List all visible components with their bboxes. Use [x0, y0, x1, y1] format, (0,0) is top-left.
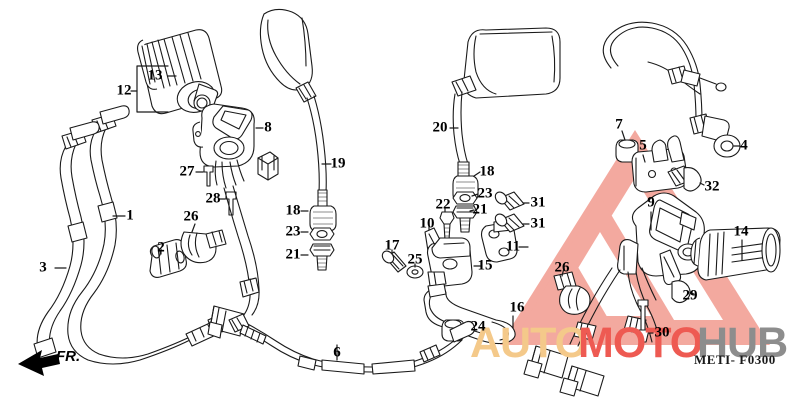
- watermark-word-moto: MOTO: [578, 319, 703, 367]
- part-19-left-mirror: [259, 8, 332, 207]
- front-direction-label: FR.: [56, 348, 81, 365]
- part-21-left-bolt: [300, 243, 335, 271]
- callout-20: 20: [432, 119, 448, 136]
- part-17-screw: [381, 249, 407, 273]
- callout-23-right: 23: [477, 185, 493, 202]
- part-23-left-nut: [300, 227, 335, 241]
- callout-10: 10: [419, 215, 435, 232]
- part-30-screw: [636, 299, 654, 343]
- part-25-washer: [406, 263, 424, 279]
- part-22-bolt: [439, 207, 455, 241]
- callout-1: 1: [126, 207, 134, 224]
- callout-26-left: 26: [183, 208, 199, 225]
- fr-direction-arrow: [18, 350, 60, 376]
- part-4-throttle-cable: [602, 21, 741, 158]
- callout-30: 30: [654, 324, 670, 341]
- callout-7: 7: [615, 116, 623, 133]
- callout-21-right: 21: [472, 201, 488, 218]
- callout-32: 32: [704, 178, 720, 195]
- callout-23-left: 23: [285, 223, 301, 240]
- part-26-wire-clamp-right: [553, 267, 591, 315]
- callout-28: 28: [205, 190, 221, 207]
- part-29-bolt: [659, 249, 695, 304]
- part-16-brake-lever: [423, 283, 516, 345]
- part-32-bolt: [667, 165, 705, 192]
- callout-29: 29: [682, 287, 698, 304]
- callout-2: 2: [157, 239, 165, 256]
- callout-13: 13: [147, 67, 163, 84]
- part-31-screw-upper: [494, 191, 530, 211]
- part-27-screw: [195, 165, 214, 187]
- watermark-word-auto: AUTO: [470, 319, 588, 367]
- callout-22: 22: [435, 196, 451, 213]
- callout-14: 14: [733, 223, 749, 240]
- callout-15: 15: [477, 257, 493, 274]
- callout-12: 12: [116, 82, 132, 99]
- callout-bracket-12-13: [130, 65, 177, 113]
- callout-21-left: 21: [285, 246, 301, 263]
- watermark-word-hub: HUB: [697, 319, 788, 367]
- callout-24: 24: [470, 318, 486, 335]
- callout-5: 5: [639, 137, 647, 154]
- harness-left: [207, 185, 260, 339]
- callout-4: 4: [740, 137, 748, 154]
- part-2-clamp: [149, 239, 187, 278]
- callout-16: 16: [509, 299, 525, 316]
- callout-18-right: 18: [479, 163, 495, 180]
- part-21-right-bolt: [452, 205, 478, 233]
- part-20-right-mirror: [449, 27, 561, 179]
- callout-18-left: 18: [285, 202, 301, 219]
- part-15-lever-bracket: [426, 237, 481, 287]
- part-8-left-switch-housing: [192, 103, 264, 189]
- callout-11: 11: [505, 238, 521, 255]
- part-26-wire-clamp-left: [180, 223, 227, 264]
- part-23-right-nut: [452, 191, 479, 205]
- callout-26-right: 26: [554, 259, 570, 276]
- callout-3: 3: [39, 259, 47, 276]
- callout-6: 6: [333, 344, 341, 361]
- part-14-right-grip: [690, 227, 781, 281]
- part-13-throttle-grip: [137, 29, 223, 115]
- callout-19: 19: [330, 155, 346, 172]
- callout-9: 9: [647, 194, 655, 211]
- part-18-left-boot: [300, 205, 337, 232]
- callout-8: 8: [264, 119, 272, 136]
- callout-17: 17: [384, 237, 400, 254]
- part-code-label: METI- F0300: [694, 352, 776, 367]
- callout-31-upper: 31: [530, 194, 546, 211]
- callout-27: 27: [179, 163, 195, 180]
- part-31-screw-lower: [494, 213, 530, 233]
- callout-31-lower: 31: [530, 215, 546, 232]
- part-connector-block-left: [257, 151, 279, 181]
- callout-25: 25: [407, 251, 423, 268]
- part-6-cable: [228, 313, 476, 375]
